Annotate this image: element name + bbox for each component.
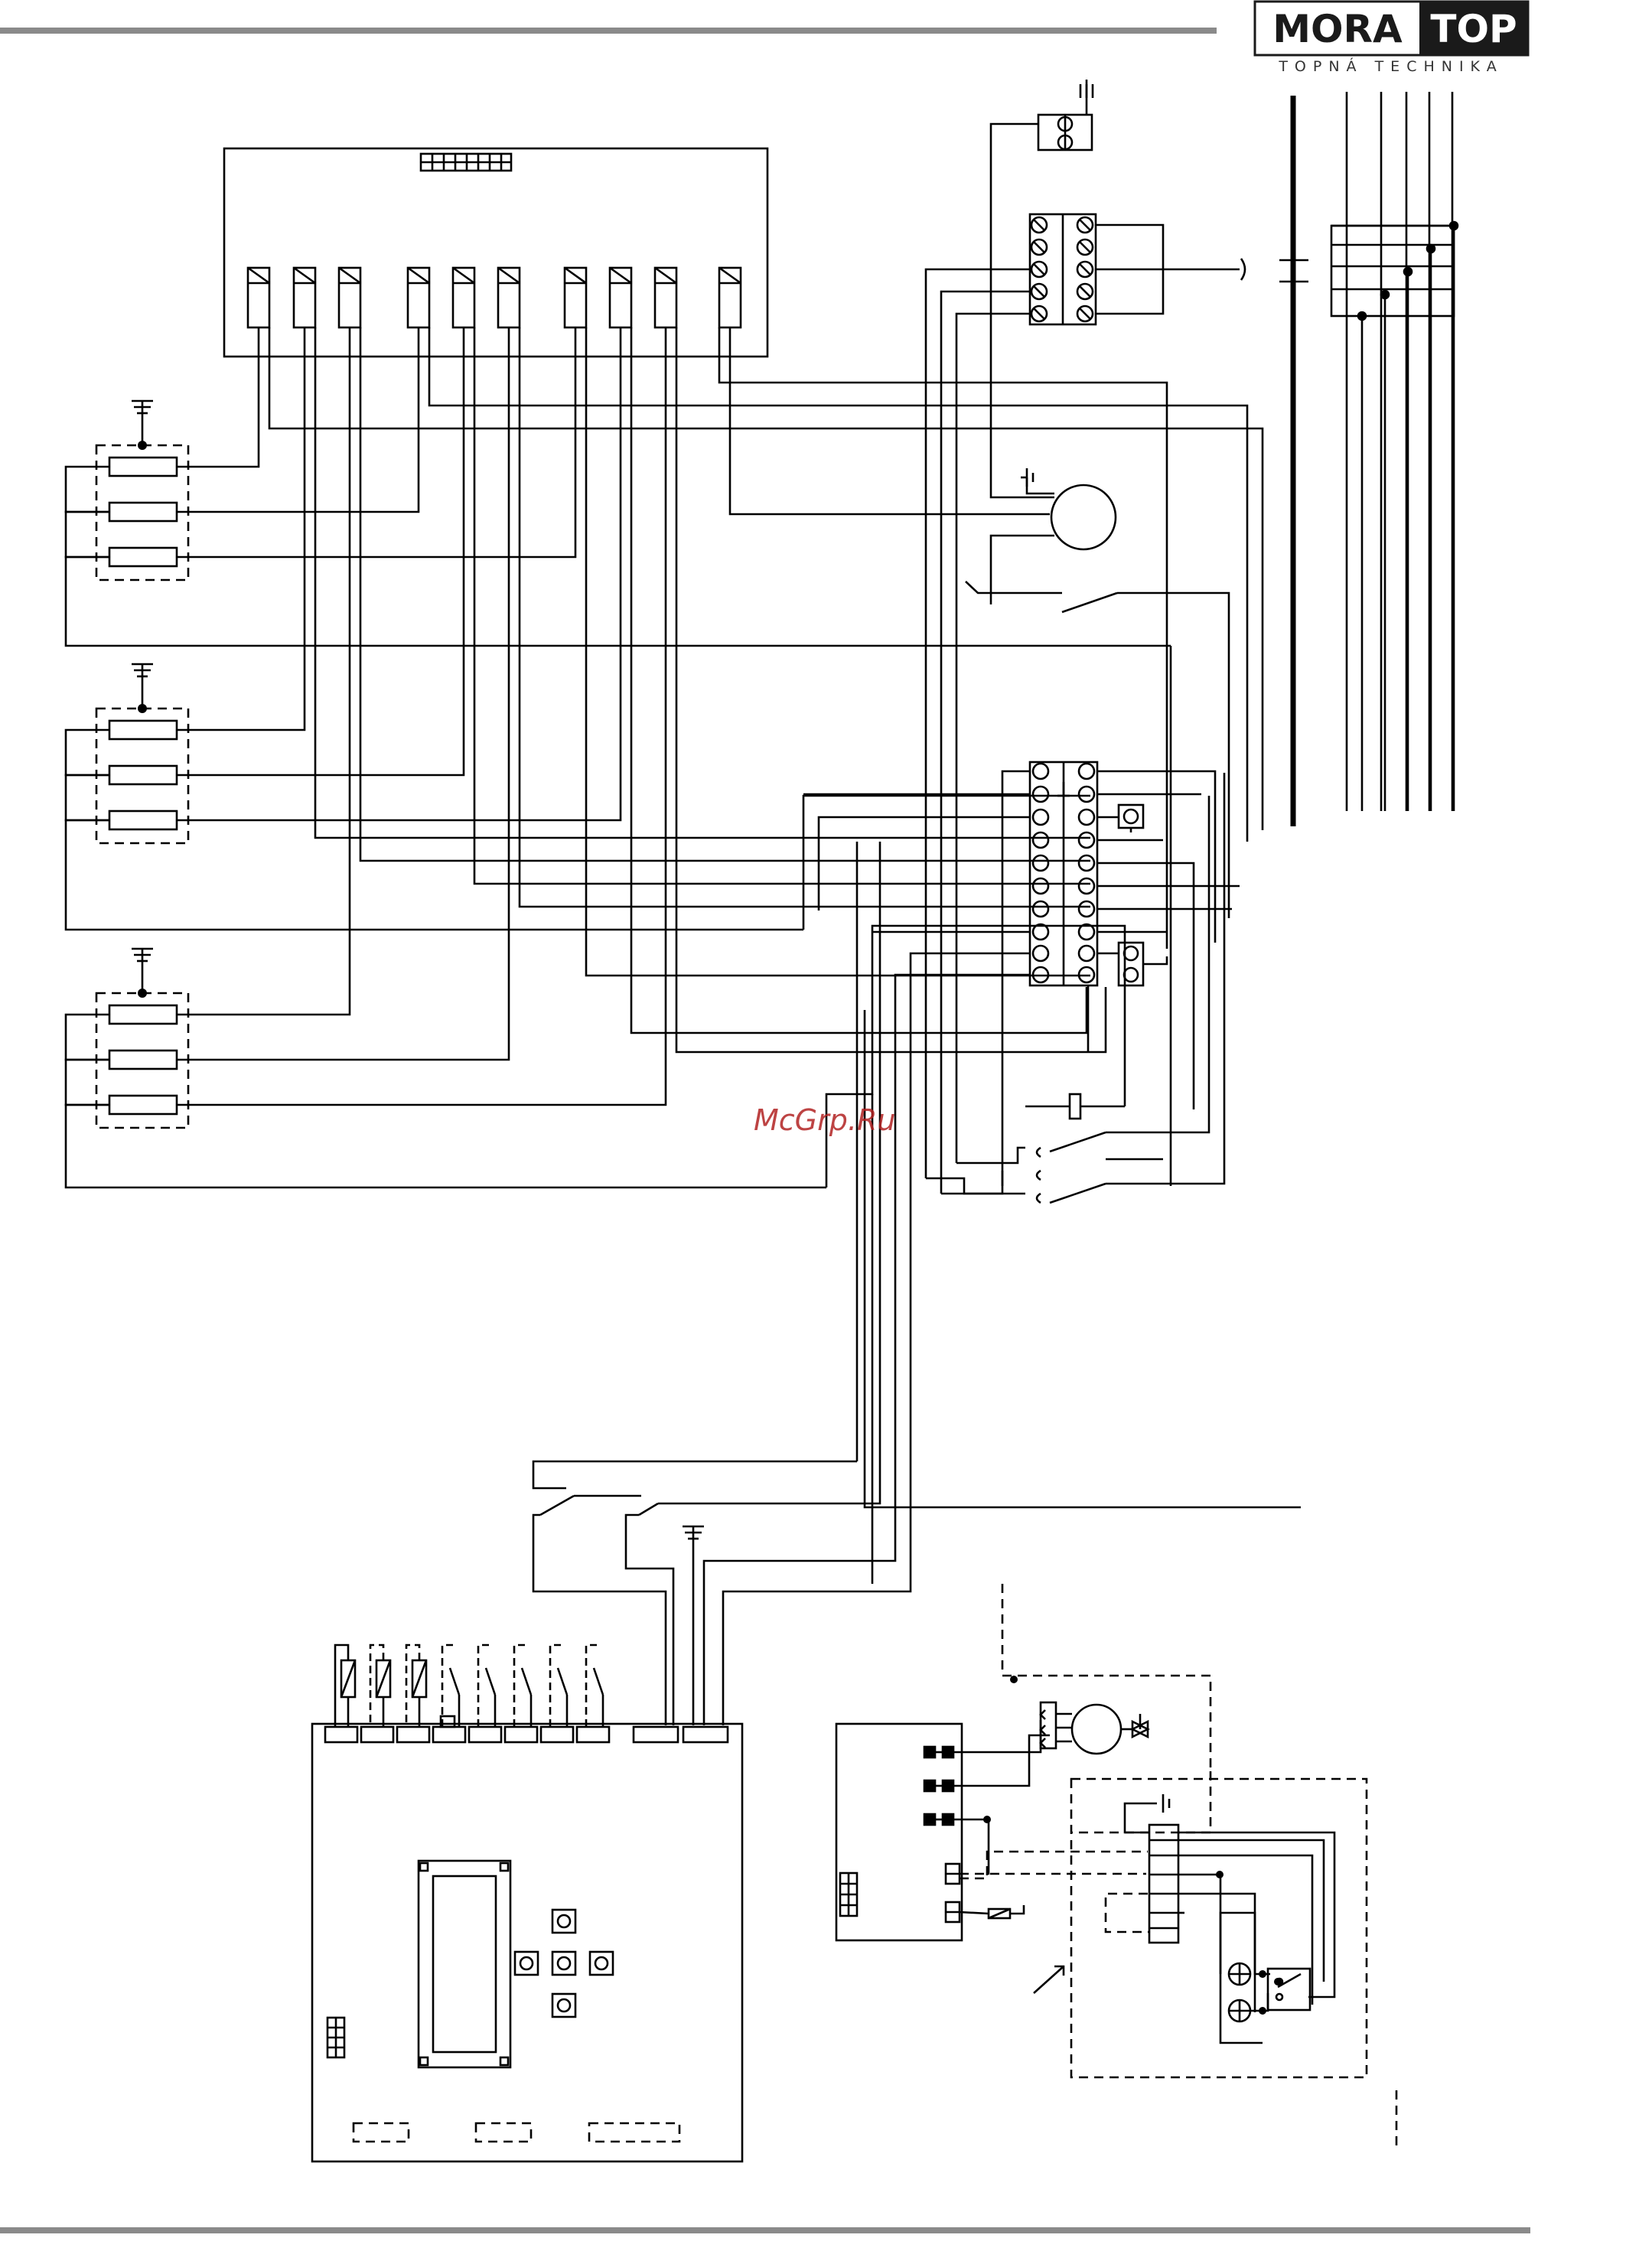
top-module [224, 148, 767, 357]
mains-distribution [1331, 92, 1454, 811]
top-module-terminals [248, 268, 741, 327]
logo-tagline: TOPNÁ TECHNIKA [1278, 57, 1503, 75]
heater-group-3 [66, 949, 826, 1187]
supply-terminal-block [1030, 214, 1096, 324]
circulation-pump-motor [991, 468, 1116, 604]
mixing-valve-actuator [1002, 1584, 1210, 1832]
external-unit-box [1034, 1779, 1396, 2150]
logo-left-text: MORA [1272, 7, 1403, 51]
heater-group-1 [66, 401, 1171, 646]
brand-logo: MORA TOP TOPNÁ TECHNIKA [1255, 2, 1528, 75]
heater-group-2 [66, 664, 803, 930]
watermark-text: McGrp.Ru [754, 1103, 895, 1137]
mains-cable-gland [1241, 96, 1308, 826]
main-controller-board [312, 1645, 742, 2161]
top-module-connector [421, 154, 511, 171]
logo-right-text: TOP [1430, 7, 1517, 51]
